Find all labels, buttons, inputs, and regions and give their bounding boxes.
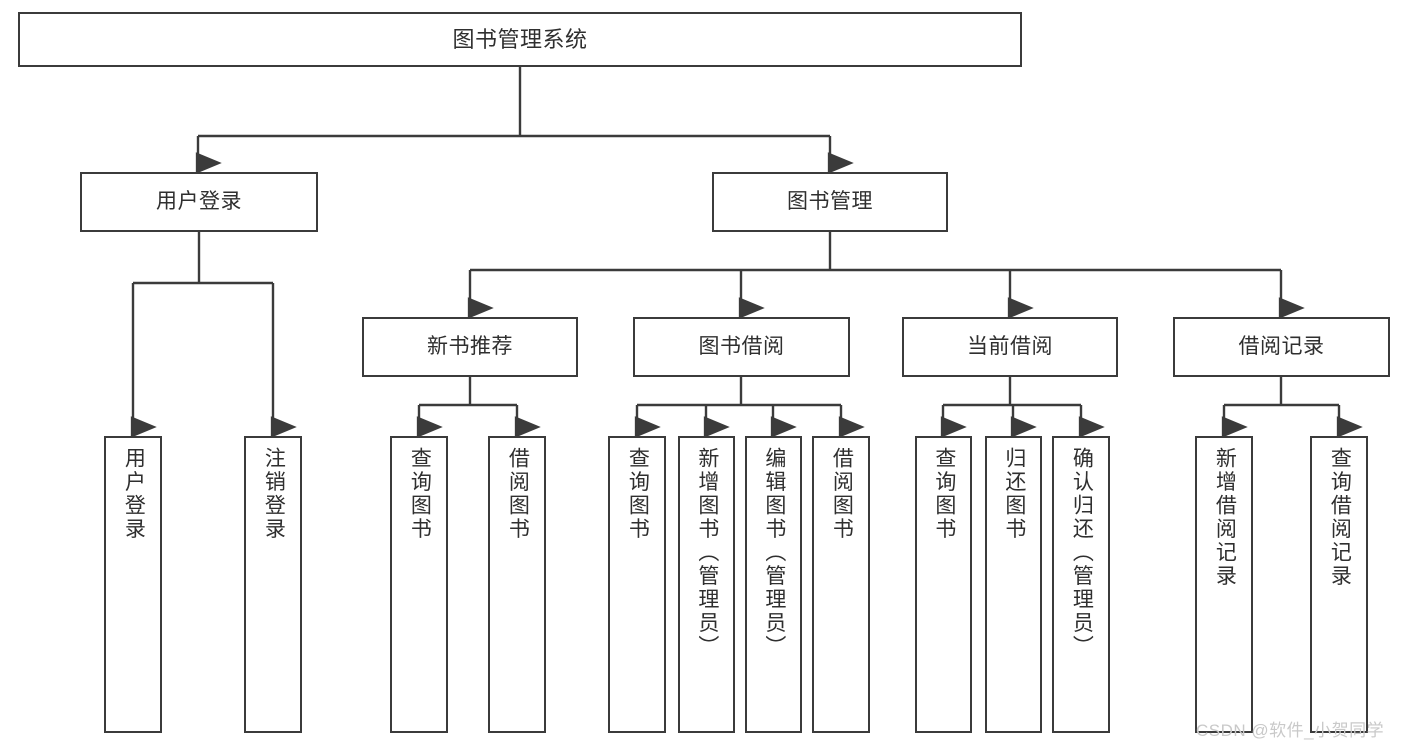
node-book-borrow-label: 图书借阅 bbox=[698, 334, 785, 358]
node-book-management[interactable]: 图书管理 bbox=[712, 172, 948, 232]
leaf-user-login-label: 用户登录 bbox=[122, 447, 146, 541]
leaf-logout-label: 注销登录 bbox=[262, 447, 286, 541]
node-root-label: 图书管理系统 bbox=[452, 26, 588, 52]
leaf-borrow-book[interactable]: 借阅图书 bbox=[812, 436, 870, 733]
leaf-return-book-label: 归还图书 bbox=[1002, 447, 1026, 541]
leaf-user-login[interactable]: 用户登录 bbox=[104, 436, 162, 733]
leaf-borrow-book-recommend-label: 借阅图书 bbox=[506, 447, 530, 541]
leaf-query-book-current-label: 查询图书 bbox=[932, 447, 956, 541]
leaf-logout[interactable]: 注销登录 bbox=[244, 436, 302, 733]
leaf-edit-book-admin-label: 编辑图书（管理员） bbox=[762, 447, 786, 659]
leaf-add-borrow-record-label: 新增借阅记录 bbox=[1213, 447, 1237, 588]
node-borrow-records-label: 借阅记录 bbox=[1238, 334, 1325, 358]
leaf-borrow-book-label: 借阅图书 bbox=[830, 447, 854, 541]
node-current-borrow-label: 当前借阅 bbox=[967, 334, 1053, 358]
leaf-query-book-recommend[interactable]: 查询图书 bbox=[390, 436, 448, 733]
node-new-book-recommend[interactable]: 新书推荐 bbox=[362, 317, 578, 377]
leaf-query-borrow-record[interactable]: 查询借阅记录 bbox=[1310, 436, 1368, 733]
leaf-confirm-return-admin[interactable]: 确认归还（管理员） bbox=[1052, 436, 1110, 733]
leaf-query-book-borrow-label: 查询图书 bbox=[626, 447, 650, 541]
leaf-query-book-borrow[interactable]: 查询图书 bbox=[608, 436, 666, 733]
leaf-query-book-recommend-label: 查询图书 bbox=[408, 447, 432, 541]
node-root[interactable]: 图书管理系统 bbox=[18, 12, 1022, 67]
node-book-borrow[interactable]: 图书借阅 bbox=[633, 317, 850, 377]
node-borrow-records[interactable]: 借阅记录 bbox=[1173, 317, 1390, 377]
leaf-add-book-admin-label: 新增图书（管理员） bbox=[695, 447, 719, 659]
leaf-confirm-return-admin-label: 确认归还（管理员） bbox=[1070, 447, 1094, 659]
node-book-management-label: 图书管理 bbox=[787, 189, 873, 213]
leaf-add-book-admin[interactable]: 新增图书（管理员） bbox=[678, 436, 735, 733]
leaf-edit-book-admin[interactable]: 编辑图书（管理员） bbox=[745, 436, 802, 733]
leaf-borrow-book-recommend[interactable]: 借阅图书 bbox=[488, 436, 546, 733]
leaf-return-book[interactable]: 归还图书 bbox=[985, 436, 1042, 733]
node-user-login-label: 用户登录 bbox=[156, 189, 242, 213]
leaf-add-borrow-record[interactable]: 新增借阅记录 bbox=[1195, 436, 1253, 733]
leaf-query-book-current[interactable]: 查询图书 bbox=[915, 436, 972, 733]
node-new-book-recommend-label: 新书推荐 bbox=[427, 334, 513, 358]
leaf-query-borrow-record-label: 查询借阅记录 bbox=[1328, 447, 1352, 588]
node-user-login[interactable]: 用户登录 bbox=[80, 172, 318, 232]
node-current-borrow[interactable]: 当前借阅 bbox=[902, 317, 1118, 377]
